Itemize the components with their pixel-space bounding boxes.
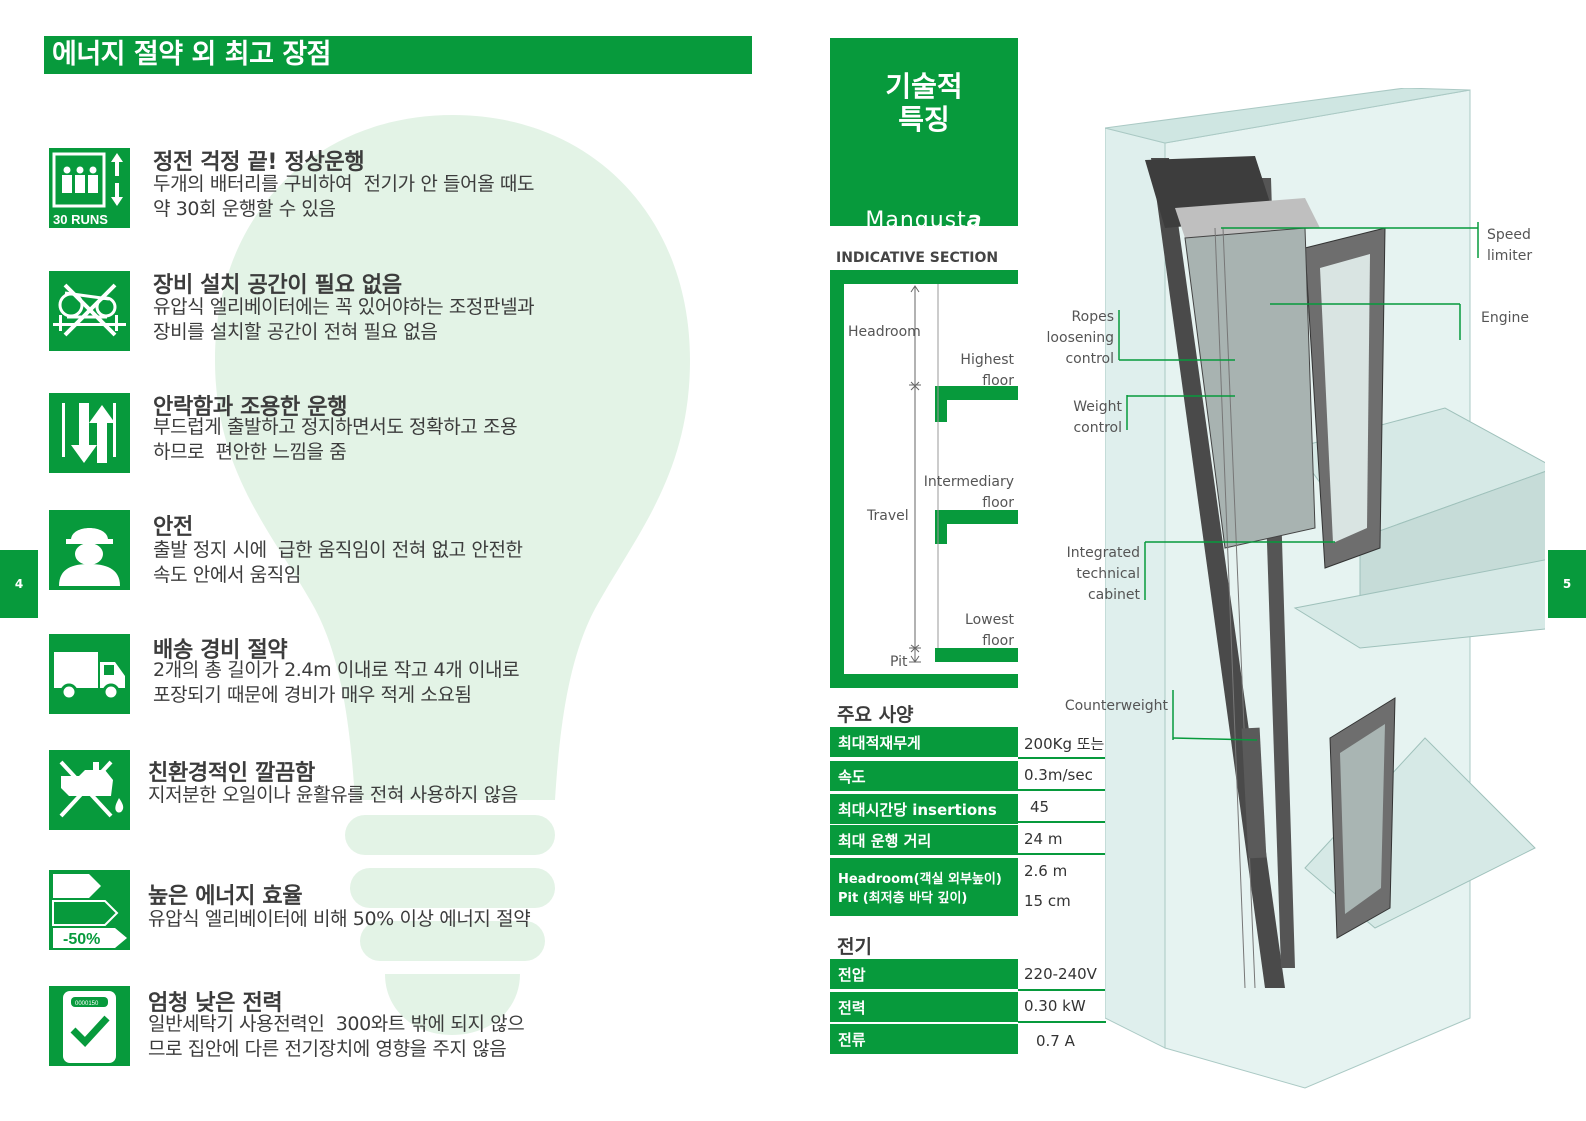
callout-ropes-loosening-control: Ropes loosening control [1046, 309, 1114, 367]
tech-title: 기술적 특징 [885, 70, 963, 136]
spec-label: 전류 [830, 1024, 1018, 1054]
spec-label: 전압 [830, 959, 1018, 989]
feature-desc: 유압식 엘리베이터에는 꼭 있어야하는 조정판넬과 장비를 설치할 공간이 전혀… [153, 296, 535, 343]
spec-label: 속도 [830, 761, 1018, 791]
spec-value-headroom: 2.6 m [1024, 862, 1068, 880]
feature-desc: 두개의 배터리를 구비하여 전기가 안 들어올 때도 약 30회 운행할 수 있… [153, 173, 535, 220]
feature-title: 안락함과 조용한 운행 [153, 395, 348, 420]
section-headroom-label: Headroom [848, 324, 921, 340]
icon-label: 30 RUNS [53, 212, 108, 227]
spec-value: 0.30 kW [1024, 997, 1086, 1015]
spec-value: 220-240V [1024, 965, 1097, 983]
icon-label: -50% [63, 931, 100, 948]
callout-speed-limiter: Speed limiter [1487, 227, 1533, 264]
spec-value: 0.7 A [1036, 1032, 1075, 1050]
section-intermediary-floor-label: Intermediary floor [923, 474, 1014, 511]
page-number-left: 4 [0, 550, 38, 618]
spec-divider [1018, 789, 1106, 791]
spec-divider [1018, 853, 1106, 855]
callout-counterweight: Counterweight [1064, 698, 1168, 714]
energy-rating-icon: -50% [49, 870, 130, 950]
feature-title: 높은 에너지 효율 [148, 884, 303, 909]
no-oil-icon [49, 750, 130, 830]
spec-value: 45 [1030, 798, 1050, 816]
page-number-right: 5 [1548, 550, 1586, 618]
no-machine-room-icon [49, 271, 130, 351]
smooth-travel-arrows-icon [49, 393, 130, 473]
spec-value-pit: 15 cm [1024, 892, 1071, 910]
callout-engine: Engine [1481, 310, 1529, 326]
spec-label: 최대 운행 거리 [830, 825, 1018, 855]
feature-desc: 부드럽게 출발하고 정지하면서도 정확하고 조용 하므로 편안한 느낌을 줌 [153, 416, 518, 463]
callout-lines [1118, 222, 1479, 741]
worker-helmet-icon [49, 510, 130, 590]
spec-label: 최대시간당 insertions [830, 794, 1018, 824]
feature-title: 안전 [153, 515, 193, 540]
feature-title: 엄청 낮은 전력 [148, 991, 283, 1016]
delivery-truck-icon [49, 634, 130, 714]
feature-title: 친환경적인 깔끔함 [148, 761, 315, 786]
power-meter-check-icon: 0000150 [49, 986, 130, 1066]
feature-title: 장비 설치 공간이 필요 없음 [153, 273, 402, 298]
feature-desc: 지저분한 오일이나 윤활유를 전혀 사용하지 않음 [148, 784, 518, 806]
main-spec-heading: 주요 사양 [837, 704, 914, 726]
section-travel-label: Travel [867, 508, 909, 524]
feature-desc: 유압식 엘리베이터에 비해 50% 이상 에너지 절약 [148, 908, 531, 930]
lightbulb-background [215, 115, 690, 1035]
electric-spec-heading: 전기 [837, 936, 872, 958]
spec-divider [1018, 1021, 1106, 1023]
feature-desc: 일반세탁기 사용전력인 300와트 밖에 되지 않으 므로 집안에 다른 전기장… [148, 1013, 525, 1060]
feature-title: 정전 걱정 끝! 정상운행 [153, 150, 365, 175]
model-name: Mangusta [865, 208, 983, 233]
section-lowest-floor-label: Lowest floor [965, 612, 1014, 649]
feature-title: 배송 경비 절약 [153, 638, 288, 663]
spec-divider [1018, 821, 1106, 823]
spec-label: 최대적재무게 [830, 727, 1018, 757]
icon-label: 0000150 [75, 1001, 99, 1007]
spec-label: 전력 [830, 992, 1018, 1022]
feature-desc: 2개의 총 길이가 2.4m 이내로 작고 4개 이내로 포장되기 때문에 경비… [153, 659, 520, 706]
callout-weight-control: Weight control [1073, 399, 1122, 436]
section-highest-floor-label: Highest floor [960, 352, 1014, 389]
tech-title-box: 기술적 특징 Mangusta [830, 38, 1018, 233]
section-label: INDICATIVE SECTION [836, 250, 999, 266]
spec-value: 24 m [1024, 830, 1063, 848]
section-pit-label: Pit [890, 654, 908, 670]
spec-divider [1018, 757, 1106, 759]
indicative-section-diagram [830, 270, 1018, 688]
elevator-battery-icon: 30 RUNS [49, 148, 130, 228]
feature-desc: 출발 정지 시에 급한 움직임이 전혀 없고 안전한 속도 안에서 움직임 [153, 539, 523, 586]
spec-divider [1018, 989, 1106, 991]
callout-integrated-technical-cabinet: Integrated technical cabinet [1066, 545, 1140, 603]
spec-value: 0.3m/sec [1024, 766, 1093, 784]
spec-label-headroom-pit: Headroom(객실 외부높이) Pit (최저층 바닥 깊이) [830, 858, 1018, 916]
page-heading: 에너지 절약 외 최고 장점 [44, 36, 752, 74]
elevator-shaft-illustration [1105, 88, 1545, 1089]
